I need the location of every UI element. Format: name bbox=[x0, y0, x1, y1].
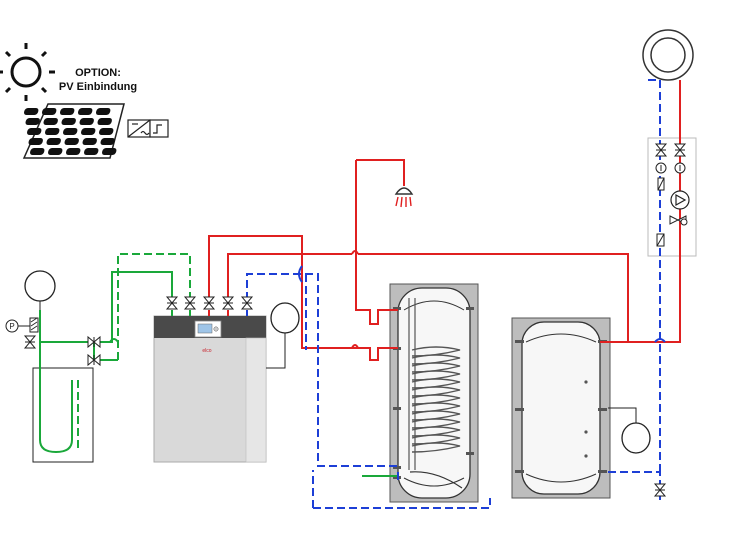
flow-pipes bbox=[208, 80, 681, 361]
radiator-icon bbox=[642, 29, 694, 81]
svg-text:P: P bbox=[9, 322, 14, 331]
brine-circuit-dashed bbox=[77, 253, 191, 450]
brine-circuit-pipes bbox=[39, 271, 398, 477]
dhw-storage-tank bbox=[389, 283, 479, 503]
solar-panel-icon bbox=[22, 103, 125, 159]
pressure-gauge-icon: P bbox=[5, 317, 39, 333]
inverter-icon bbox=[127, 119, 169, 138]
option-label-line1: OPTION: bbox=[75, 67, 121, 79]
expansion-vessel-heating bbox=[270, 302, 300, 342]
expansion-vessel-buffer bbox=[621, 414, 651, 454]
pump-icon bbox=[670, 190, 690, 210]
heat-pump-brand-label: elco bbox=[202, 348, 211, 354]
thermometer-icon bbox=[655, 162, 686, 174]
sun-icon bbox=[0, 43, 55, 101]
shower-icon bbox=[394, 187, 414, 208]
option-label-line2: PV Einbindung bbox=[59, 81, 137, 93]
expansion-vessel-brine bbox=[24, 270, 56, 310]
brine-collector-box bbox=[32, 367, 94, 463]
dhw-heating-coil bbox=[411, 346, 461, 453]
buffer-storage-tank bbox=[511, 317, 611, 499]
heat-pump-cabinet bbox=[153, 315, 267, 463]
